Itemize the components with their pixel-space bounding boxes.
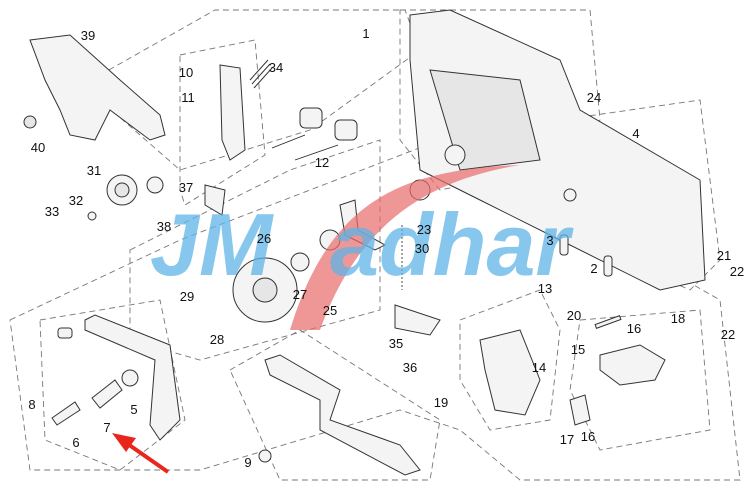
part-34-spring xyxy=(249,59,273,89)
callout-26: 26 xyxy=(257,231,271,246)
callout-28: 28 xyxy=(210,332,224,347)
callout-1: 1 xyxy=(362,26,369,41)
callout-23: 23 xyxy=(417,222,431,237)
part-39-arm xyxy=(29,34,166,141)
callout-40: 40 xyxy=(31,140,45,155)
svg-text:adhar: adhar xyxy=(330,195,574,294)
callout-19: 19 xyxy=(434,395,448,410)
callout-33: 33 xyxy=(45,204,59,219)
callout-22: 22 xyxy=(730,264,744,279)
part-7-shaft xyxy=(91,379,123,409)
callout-34: 34 xyxy=(269,60,283,75)
callout-11: 11 xyxy=(181,90,195,105)
callout-29: 29 xyxy=(180,289,194,304)
part-16-bracket xyxy=(599,344,666,386)
callout-18: 18 xyxy=(671,311,685,326)
callout-31: 31 xyxy=(87,163,101,178)
callout-22: 22 xyxy=(721,327,735,342)
highlight-arrow xyxy=(112,433,170,474)
callout-21: 21 xyxy=(717,248,731,263)
callout-36: 36 xyxy=(403,360,417,375)
part-8-arm xyxy=(84,314,181,441)
callout-32: 32 xyxy=(69,193,83,208)
callout-2: 2 xyxy=(590,261,597,276)
part-14-plate xyxy=(479,329,541,416)
callout-27: 27 xyxy=(293,287,307,302)
callout-10: 10 xyxy=(179,65,193,80)
watermark-logo: JM adhar xyxy=(150,165,574,330)
part-35-bracket xyxy=(394,304,441,336)
callout-37: 37 xyxy=(179,180,193,195)
callout-35: 35 xyxy=(389,336,403,351)
callout-24: 24 xyxy=(587,90,601,105)
callout-17: 17 xyxy=(560,432,574,447)
callout-25: 25 xyxy=(323,303,337,318)
part-9-lever xyxy=(264,354,421,476)
callout-30: 30 xyxy=(415,241,429,256)
part-6-pin xyxy=(51,401,81,426)
part-37-plate xyxy=(204,184,226,216)
parts xyxy=(23,9,706,476)
callout-13: 13 xyxy=(538,281,552,296)
callout-15: 15 xyxy=(571,342,585,357)
callout-8: 8 xyxy=(28,397,35,412)
callout-38: 38 xyxy=(157,219,171,234)
callout-5: 5 xyxy=(130,402,137,417)
callout-14: 14 xyxy=(532,360,546,375)
callout-39: 39 xyxy=(81,28,95,43)
callout-12: 12 xyxy=(315,155,329,170)
callout-6: 6 xyxy=(72,435,79,450)
callout-3: 3 xyxy=(546,233,553,248)
callout-16: 16 xyxy=(581,429,595,444)
callout-4: 4 xyxy=(632,126,639,141)
callout-9: 9 xyxy=(244,455,251,470)
callout-7: 7 xyxy=(103,420,110,435)
callout-20: 20 xyxy=(567,308,581,323)
callout-16: 16 xyxy=(627,321,641,336)
svg-text:JM: JM xyxy=(150,195,274,294)
part-10-bracket xyxy=(219,64,246,161)
